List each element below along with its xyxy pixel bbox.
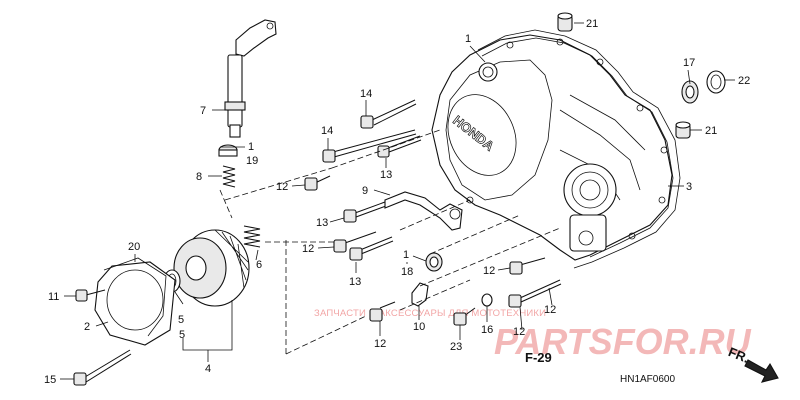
washer-16 — [481, 293, 493, 307]
o-ring-22 — [706, 70, 726, 94]
callout-13-c: 13 — [349, 276, 361, 288]
leader-lines — [60, 22, 735, 380]
spring-8 — [222, 165, 236, 188]
callout-22: 22 — [738, 75, 750, 87]
callout-12-b: 12 — [302, 243, 314, 255]
callout-11: 11 — [48, 291, 59, 303]
callout-13-b: 13 — [316, 217, 328, 229]
callout-5-b: 5 — [179, 329, 185, 341]
callout-10: 10 — [413, 321, 425, 333]
bolt-12-top — [304, 175, 331, 191]
bolt-15 — [73, 349, 132, 386]
callout-4: 4 — [205, 363, 211, 375]
dowel-pin-top — [557, 12, 573, 32]
callout-20: 20 — [128, 241, 140, 253]
callout-15: 15 — [44, 374, 56, 386]
callout-18: 18 — [401, 266, 413, 278]
bolt-12-right — [509, 257, 546, 275]
callout-8: 8 — [196, 171, 202, 183]
bolt-11 — [75, 289, 106, 302]
callouts: 1 21 17 22 21 3 7 1 19 8 14 14 13 12 9 1… — [44, 18, 750, 386]
gasket-20 — [103, 257, 167, 337]
callout-12-c: 12 — [374, 338, 386, 350]
callout-21-top: 21 — [586, 18, 598, 30]
bolt-13-low — [349, 236, 394, 261]
callout-1-mid: 1 — [403, 249, 409, 261]
watermark-brand: PARTSFOR.RU — [494, 321, 752, 362]
crankcase-cover: HONDA — [431, 29, 681, 269]
bolt-14-lower — [322, 129, 417, 163]
callout-14-b: 14 — [321, 125, 333, 137]
cap-19 — [218, 144, 238, 157]
front-label: FR. — [726, 344, 751, 366]
callout-6: 6 — [256, 259, 262, 271]
bolt-14-upper — [360, 99, 417, 129]
callout-16: 16 — [481, 324, 493, 336]
callout-2: 2 — [84, 321, 90, 333]
oil-seal-17 — [681, 80, 699, 104]
spring-6 — [243, 225, 261, 248]
callout-9: 9 — [362, 185, 368, 197]
bolt-12-right-low — [508, 279, 562, 308]
clip-10 — [411, 282, 429, 307]
arm-7 — [224, 19, 277, 138]
callout-1-left: 1 — [248, 141, 254, 153]
callout-17: 17 — [683, 57, 695, 69]
oil-seal-18 — [425, 252, 443, 272]
bolt-23 — [453, 307, 476, 326]
front-direction-arrow — [744, 359, 779, 383]
dowel-pin-mid — [675, 121, 691, 139]
callout-12-a: 12 — [276, 181, 288, 193]
callout-7: 7 — [200, 105, 206, 117]
diagram-code: HN1AF0600 — [620, 374, 675, 385]
bolt-13-top — [377, 135, 422, 158]
callout-23: 23 — [450, 341, 462, 353]
bolt-13-mid — [343, 201, 387, 223]
callout-13-a: 13 — [380, 169, 392, 181]
watermark-caption: ЗАПЧАСТИ И АКСЕССУАРЫ ДЛЯ МОТОТЕХНИКИ — [314, 308, 546, 319]
filter-cover-2 — [94, 261, 176, 346]
oil-pipe-bracket-9 — [384, 191, 463, 231]
callout-1-top: 1 — [465, 33, 471, 45]
oil-filter-4 — [173, 229, 250, 307]
callout-5-a: 5 — [178, 314, 184, 326]
callout-19: 19 — [246, 155, 258, 167]
bolt-12-mid — [333, 231, 377, 253]
callout-12-f: 12 — [544, 304, 556, 316]
callout-3: 3 — [686, 181, 692, 193]
callout-14-a: 14 — [360, 88, 372, 100]
callout-12-e: 12 — [513, 326, 525, 338]
callout-21-mid: 21 — [705, 125, 717, 137]
bolt-12-bottom — [369, 301, 396, 322]
callout-12-d: 12 — [483, 265, 495, 277]
figure-reference: F-29 — [525, 350, 552, 365]
